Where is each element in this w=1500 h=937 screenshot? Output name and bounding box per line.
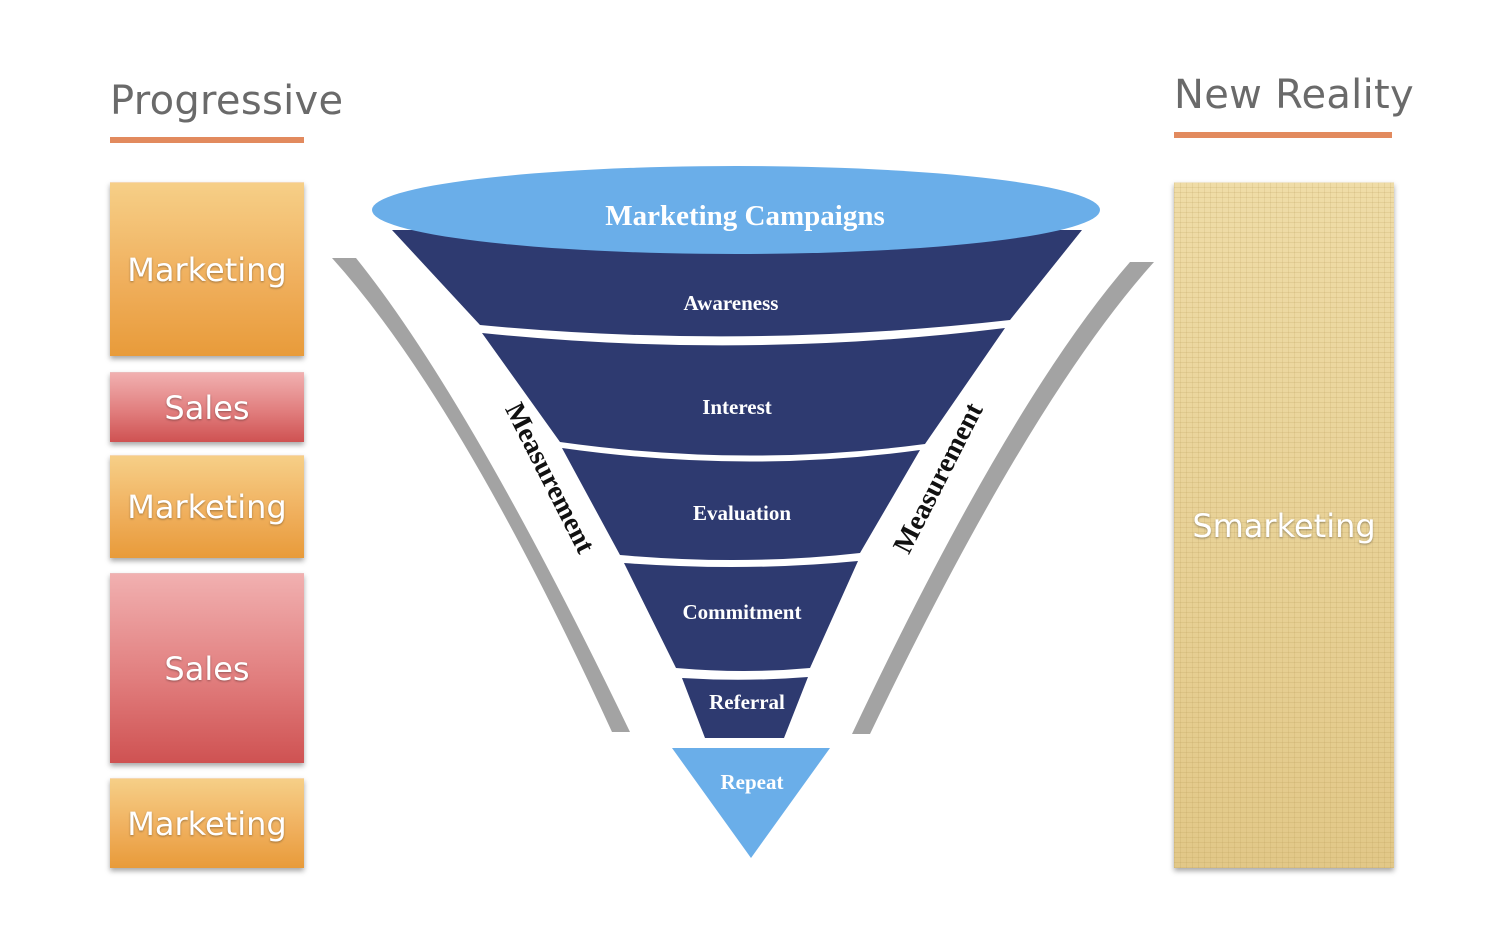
marketing-box-label: Marketing xyxy=(127,250,287,289)
funnel-band-awareness xyxy=(392,230,1082,337)
measurement-arc-right xyxy=(852,262,1154,734)
sales-box-label: Sales xyxy=(164,388,250,427)
funnel-top-ellipse xyxy=(372,166,1100,254)
smarketing-box: Smarketing xyxy=(1174,182,1394,868)
progressive-heading: Progressive xyxy=(110,78,344,124)
stage-label-awareness: Awareness xyxy=(684,291,779,315)
repeat-label: Repeat xyxy=(721,770,784,794)
measurement-arc-left xyxy=(332,258,630,732)
stage-label-interest: Interest xyxy=(702,395,772,419)
funnel-band-evaluation xyxy=(562,448,920,561)
funnel-top-label: Marketing Campaigns xyxy=(605,200,885,232)
marketing-box-label: Marketing xyxy=(127,488,287,526)
marketing-box-label: Marketing xyxy=(127,804,287,843)
funnel-band-referral xyxy=(682,677,808,738)
sales-box-1: Sales xyxy=(110,372,304,442)
repeat-triangle xyxy=(672,748,830,858)
marketing-box-2: Marketing xyxy=(110,455,304,558)
stage-label-commitment: Commitment xyxy=(683,600,802,624)
stage-label-referral: Referral xyxy=(709,690,785,714)
new-reality-underline xyxy=(1174,132,1392,138)
progressive-underline xyxy=(110,137,304,143)
sales-box-2: Sales xyxy=(110,573,304,763)
funnel-band-interest xyxy=(482,328,1005,456)
funnel-band-commitment xyxy=(624,561,858,671)
marketing-box-1: Marketing xyxy=(110,182,304,356)
marketing-box-3: Marketing xyxy=(110,778,304,868)
sales-box-label: Sales xyxy=(164,649,250,688)
smarketing-box-label: Smarketing xyxy=(1192,506,1376,545)
new-reality-heading: New Reality xyxy=(1174,72,1414,118)
stage-label-evaluation: Evaluation xyxy=(693,501,791,525)
